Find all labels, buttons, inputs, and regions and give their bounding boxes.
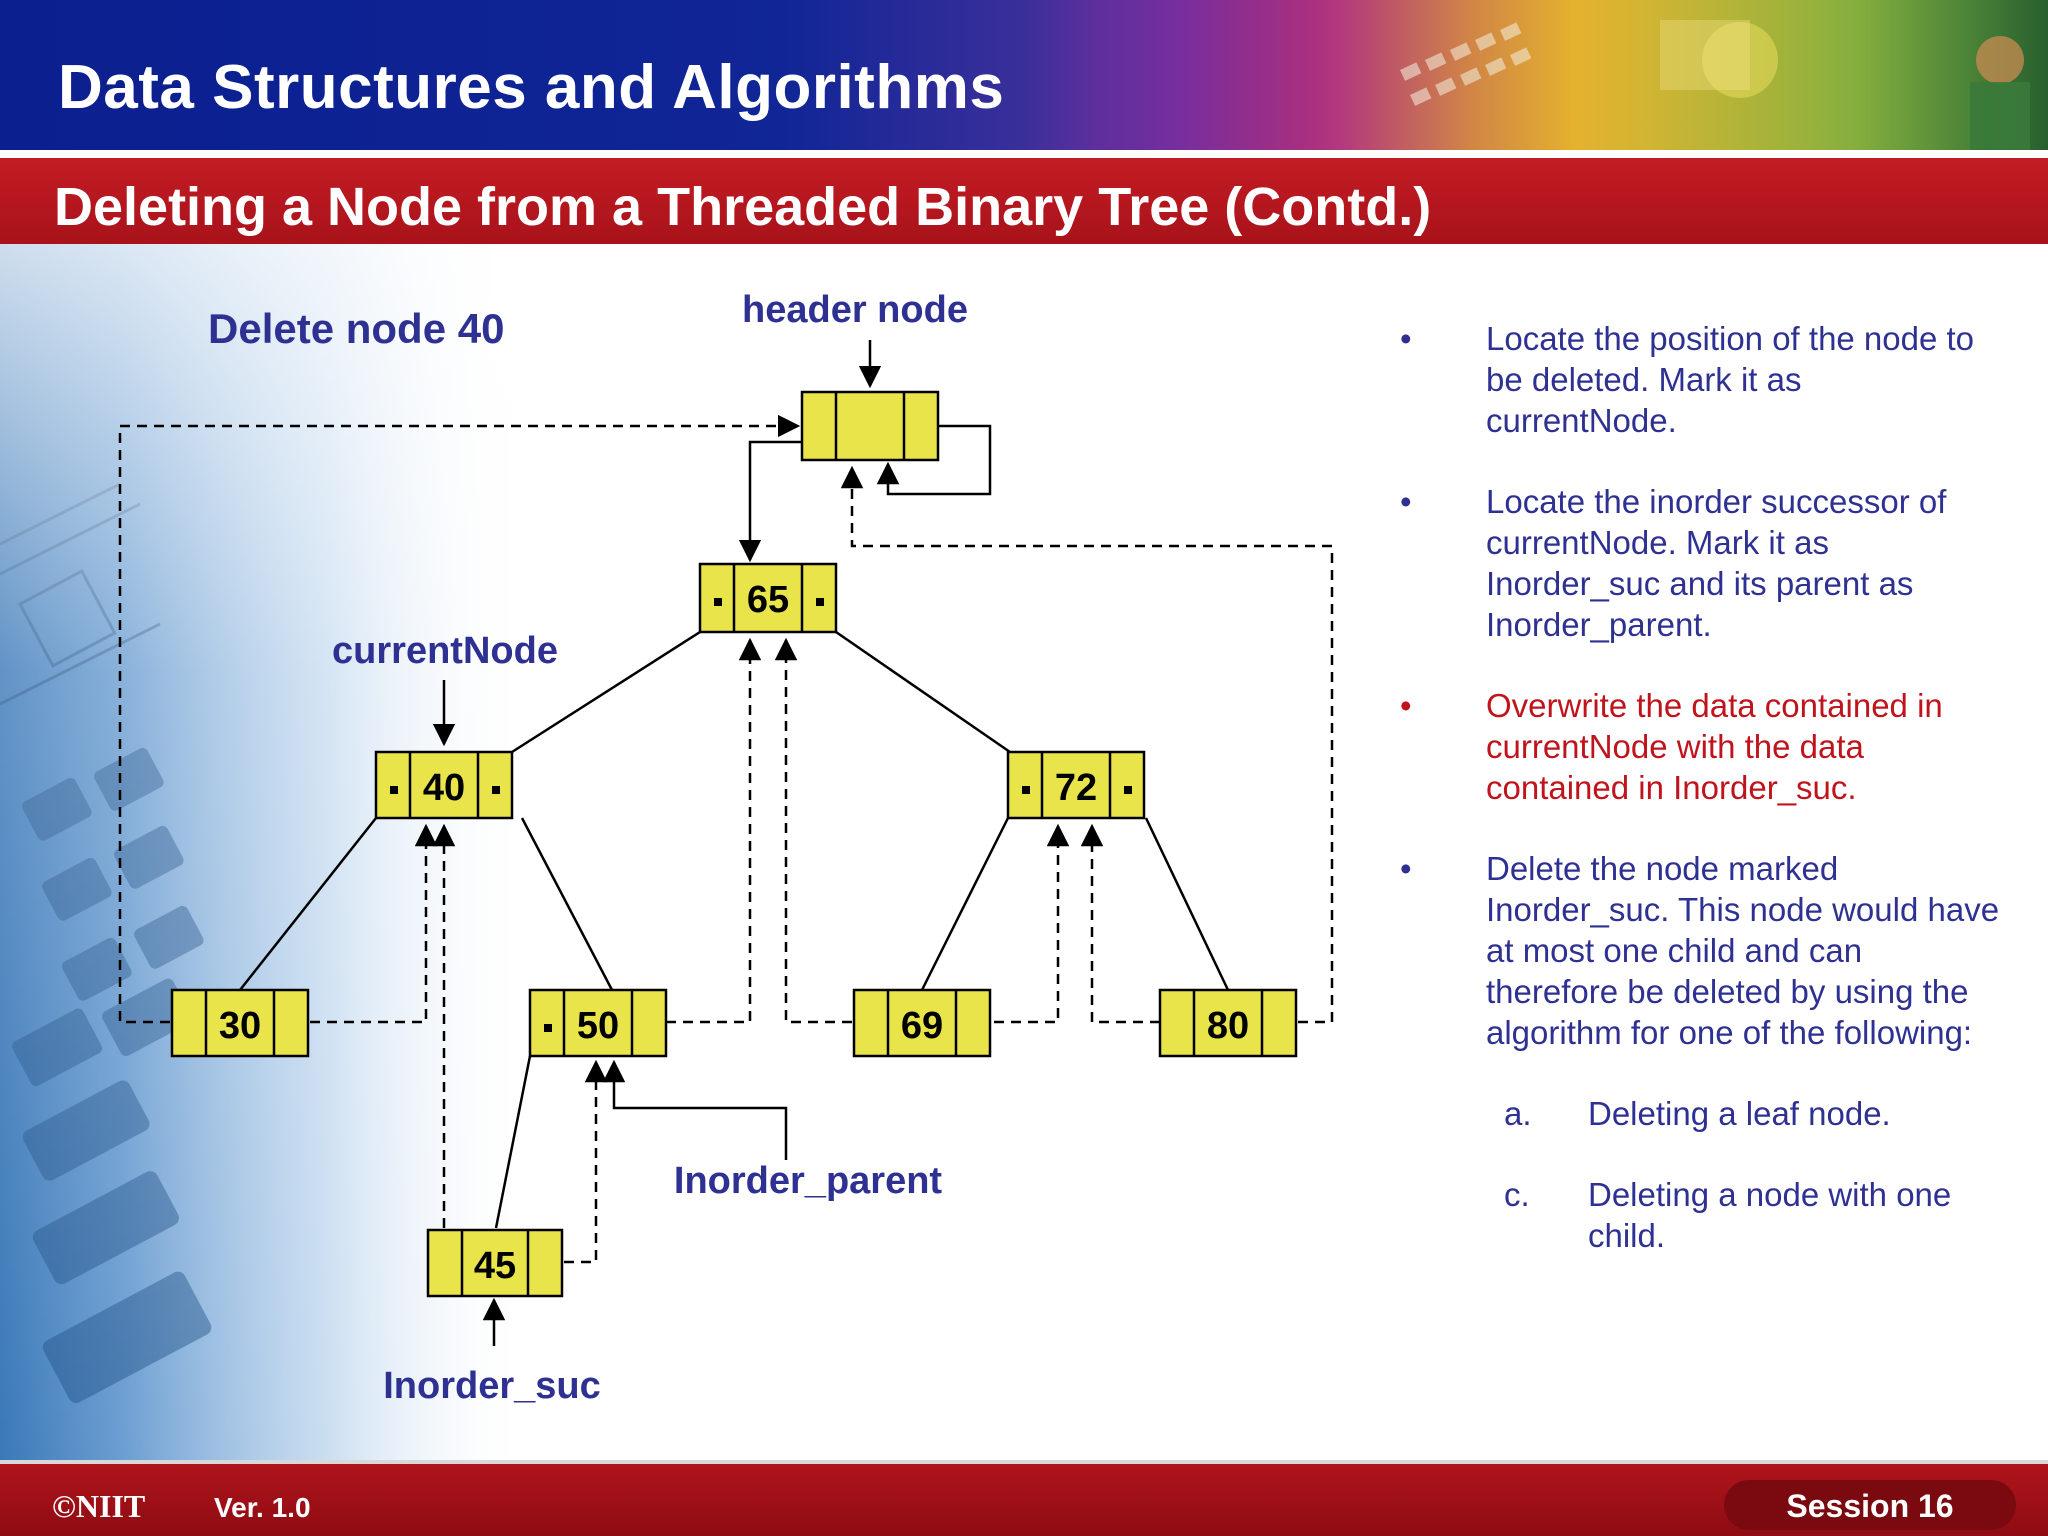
node-value-65: 65 [747, 579, 789, 621]
bullet-list: • Locate the position of the node to be … [1400, 318, 2000, 1296]
current-node-label: currentNode [332, 630, 558, 672]
sub-item: c. Deleting a node with one child. [1400, 1174, 2000, 1256]
bullet-dot-icon: • [1400, 687, 1412, 724]
node-value-80: 80 [1207, 1005, 1249, 1047]
node-value-72: 72 [1055, 767, 1097, 809]
node-value-40: 40 [423, 767, 465, 809]
thread-80-72 [1080, 823, 1160, 1024]
thread-45-50 [564, 1059, 608, 1264]
session-label: Session 16 [1786, 1488, 1954, 1524]
main-title: Data Structures and Algorithms [58, 53, 1005, 122]
bullet-dot-icon: • [1400, 483, 1412, 520]
slide-subtitle: Deleting a Node from a Threaded Binary T… [54, 177, 1432, 237]
bullet-text: Delete the node marked Inorder_suc. This… [1486, 850, 2000, 1051]
subtitle-bar [0, 158, 2048, 244]
node-value-30: 30 [219, 1005, 261, 1047]
node-value-69: 69 [901, 1005, 943, 1047]
node-value-50: 50 [577, 1005, 619, 1047]
title-banner [0, 0, 2048, 150]
session-badge [1724, 1480, 2016, 1530]
edge-50-45 [494, 1055, 532, 1229]
edge-header-self [876, 424, 992, 496]
bullet-dot-icon: • [1400, 320, 1412, 357]
edge-40-30 [239, 817, 377, 991]
keyboard-background-image [0, 244, 2048, 1464]
bullet-item: • Locate the position of the node to be … [1400, 318, 2000, 441]
thread-50-65 [666, 637, 762, 1024]
inorder-suc-label: Inorder_suc [383, 1365, 601, 1407]
thread-30-40 [310, 823, 438, 1024]
thread-30-header [118, 414, 801, 1024]
thread-69-65 [774, 637, 852, 1024]
bullet-item-highlighted: • Overwrite the data contained in curren… [1400, 685, 2000, 808]
version-label: Ver. 1.0 [214, 1492, 311, 1523]
arrow-inorder-parent [602, 1059, 788, 1160]
sub-item-text: Deleting a node with one child. [1588, 1176, 1952, 1254]
edge-72-80 [1144, 817, 1230, 991]
bullet-item: • Locate the inorder successor of curren… [1400, 481, 2000, 645]
tree-node-69: 69 [852, 988, 992, 1058]
tree-node-72: 72 [1006, 750, 1146, 820]
edge-40-50 [520, 817, 614, 991]
sub-item: a. Deleting a leaf node. [1400, 1093, 2000, 1134]
sub-item-letter: a. [1504, 1095, 1532, 1132]
tree-node-65: 65 [698, 562, 838, 634]
divider [0, 150, 2048, 158]
niit-logo: ©NIIT [52, 1488, 146, 1524]
thread-69-72 [994, 823, 1070, 1024]
header-node-label: header node [742, 289, 968, 331]
bullet-text: Locate the inorder successor of currentN… [1486, 483, 1947, 643]
banner-collage-image [1100, 0, 2048, 150]
tree-node-45: 45 [426, 1228, 564, 1298]
footer-divider [0, 1460, 2048, 1464]
bullet-text: Locate the position of the node to be de… [1486, 320, 1975, 439]
footer-bar [0, 1464, 2048, 1536]
tree-node-80: 80 [1158, 988, 1298, 1058]
inorder-parent-label: Inorder_parent [674, 1160, 943, 1202]
tree-node-40: 40 [374, 750, 514, 820]
edge-65-72 [835, 630, 1011, 754]
bullet-item: • Delete the node marked Inorder_suc. Th… [1400, 848, 2000, 1053]
node-value-45: 45 [474, 1245, 516, 1287]
sub-item-text: Deleting a leaf node. [1588, 1095, 1891, 1132]
edge-72-69 [920, 817, 1010, 991]
edge-65-40 [511, 630, 701, 754]
sub-item-letter: c. [1504, 1176, 1530, 1213]
tree-node-30: 30 [170, 988, 310, 1058]
delete-caption: Delete node 40 [208, 305, 504, 352]
edge-header-65 [738, 440, 802, 563]
bullet-text: Overwrite the data contained in currentN… [1486, 687, 1943, 806]
bullet-dot-icon: • [1400, 850, 1412, 887]
header-node [800, 390, 940, 462]
thread-80-header [840, 465, 1334, 1024]
tree-node-50: 50 [528, 988, 668, 1058]
